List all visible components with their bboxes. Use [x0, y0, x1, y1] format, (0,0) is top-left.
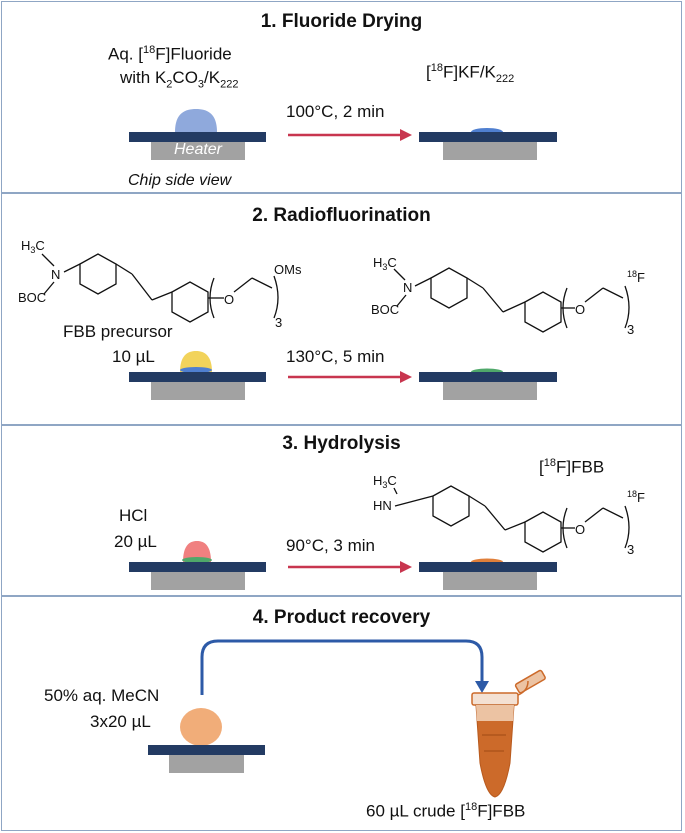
reagent-label: 50% aq. MeCN	[44, 686, 160, 705]
condition-label: 130°C, 5 min	[286, 347, 385, 366]
step-title: 1. Fluoride Drying	[260, 11, 423, 32]
chip	[129, 132, 266, 142]
precursor-structure: H3C N BOC O 3 OMs	[18, 238, 302, 330]
precursor-volume: 10 µL	[112, 347, 155, 366]
svg-text:BOC: BOC	[18, 290, 46, 305]
panel-hydrolysis: 3. Hydrolysis [18F]FBB H3C HN O 3 18F HC…	[1, 425, 682, 596]
chip	[129, 372, 266, 382]
heater	[151, 382, 245, 400]
heater: Heater	[151, 141, 245, 160]
heater-label: Heater	[173, 141, 223, 158]
reagent-label-line1: Aq. [18F]Fluoride	[108, 44, 232, 64]
chip	[129, 562, 266, 572]
reagent-volume: 3x20 µL	[90, 712, 151, 731]
svg-text:N: N	[403, 280, 412, 295]
precursor-name: FBB precursor	[63, 322, 173, 341]
red-arrow	[288, 371, 412, 383]
step-title: 3. Hydrolysis	[282, 433, 401, 454]
panel-fluoride-drying: 1. Fluoride Drying Aq. [18F]Fluoride wit…	[1, 1, 682, 193]
chip	[148, 745, 265, 755]
svg-text:18F: 18F	[627, 489, 645, 505]
svg-text:OMs: OMs	[274, 262, 302, 277]
chip	[419, 132, 557, 142]
svg-text:3: 3	[627, 322, 634, 337]
heater	[443, 382, 537, 400]
svg-text:3: 3	[275, 315, 282, 330]
svg-text:H3C: H3C	[373, 255, 397, 272]
step-title: 2. Radiofluorination	[252, 205, 431, 226]
chip	[419, 372, 557, 382]
reagent-label: HCl	[119, 506, 148, 525]
recovery-droplet	[180, 708, 222, 746]
heater	[443, 142, 537, 160]
step-title: 4. Product recovery	[252, 607, 431, 628]
hcl-droplet	[182, 541, 212, 563]
svg-text:O: O	[575, 302, 585, 317]
heater	[169, 755, 244, 773]
precursor-droplet	[180, 351, 212, 373]
svg-text:O: O	[224, 292, 234, 307]
reagent-label-line2: with K2CO3/K222	[120, 68, 239, 91]
red-arrow	[288, 561, 412, 573]
chip	[419, 562, 557, 572]
svg-text:N: N	[51, 267, 60, 282]
panel-product-recovery: 4. Product recovery 50% aq. MeCN 3x20 µL…	[1, 596, 682, 831]
red-arrow	[288, 129, 412, 141]
chip-side-view-label: Chip side view	[128, 172, 232, 189]
labeled-intermediate-structure: H3C N BOC O 3 18F	[371, 255, 645, 337]
fluoride-droplet	[175, 109, 217, 132]
heater	[151, 572, 245, 590]
svg-text:O: O	[575, 522, 585, 537]
svg-text:HN: HN	[373, 498, 392, 513]
product-label: [18F]FBB	[539, 457, 605, 477]
collection-tube-icon	[471, 669, 546, 798]
svg-text:3: 3	[627, 542, 634, 557]
svg-text:H3C: H3C	[373, 473, 397, 490]
fbb-structure: H3C HN O 3 18F	[373, 473, 645, 557]
svg-text:H3C: H3C	[21, 238, 45, 255]
blue-transfer-arrow	[200, 639, 489, 695]
reagent-volume: 20 µL	[114, 532, 157, 551]
condition-label: 100°C, 2 min	[286, 102, 385, 121]
output-label: 60 µL crude [18F]FBB	[366, 801, 526, 821]
panel-radiofluorination: 2. Radiofluorination H3C N BOC O 3 OMs H…	[1, 193, 682, 425]
condition-label: 90°C, 3 min	[286, 536, 376, 555]
svg-text:BOC: BOC	[371, 302, 399, 317]
heater	[443, 572, 537, 590]
svg-text:18F: 18F	[627, 269, 645, 285]
product-label: [18F]KF/K222	[426, 62, 515, 86]
